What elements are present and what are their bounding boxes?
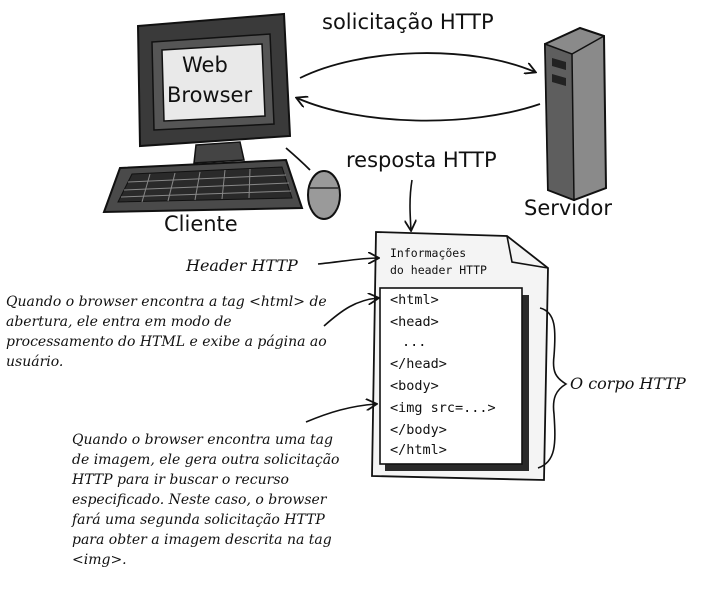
browser-label-line1: Web [182,53,228,77]
img-tag-note: Quando o browser encontra uma tag de ima… [72,432,340,568]
mouse-icon [285,147,341,220]
html-tag-note: Quando o browser encontra a tag <html> d… [6,294,327,370]
code-line: <html> [390,292,439,308]
response-label: resposta HTTP [346,148,497,172]
code-line: ... [402,334,427,350]
http-document [371,231,549,481]
code-line: </head> [390,356,447,372]
server-icon [543,26,608,202]
doc-header-line2: do header HTTP [390,263,487,277]
code-line: </html> [390,442,447,458]
request-arrow [299,52,535,79]
code-line: <head> [390,314,439,330]
header-label: Header HTTP [186,256,298,275]
body-label: O corpo HTTP [570,374,686,393]
monitor-icon [136,12,292,164]
browser-label-line2: Browser [167,83,253,107]
header-pointer-arrow [317,258,378,265]
client-label: Cliente [164,212,238,236]
keyboard-icon [102,158,304,214]
html-pointer-arrow [323,298,378,327]
body-code: <html> <head> ... </head> <body> <img sr… [390,292,520,462]
body-brace [537,307,568,469]
code-line: </body> [390,422,447,438]
img-pointer-arrow [305,404,376,423]
server-label: Servidor [524,196,612,220]
doc-header-line1: Informações [390,246,467,260]
request-label: solicitação HTTP [322,10,494,34]
code-line: <img src=...> [390,400,496,416]
response-arrow [297,98,541,122]
code-line: <body> [390,378,439,394]
down-arrow [410,179,412,230]
